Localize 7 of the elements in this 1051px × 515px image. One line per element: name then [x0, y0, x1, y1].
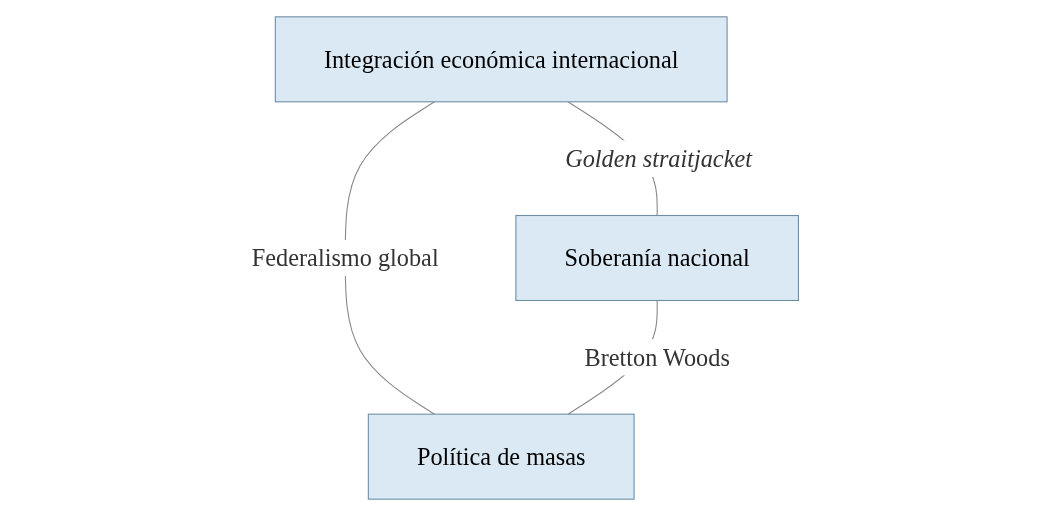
edge-label: Golden straitjacket — [565, 144, 753, 172]
node-box: Política de masas — [368, 413, 635, 500]
connector — [345, 100, 436, 415]
node-box: Integración económica internacional — [275, 15, 728, 102]
node-box: Soberanía nacional — [515, 214, 800, 301]
edge-label: Federalismo global — [252, 243, 439, 272]
edge-label: Bretton Woods — [584, 343, 731, 371]
